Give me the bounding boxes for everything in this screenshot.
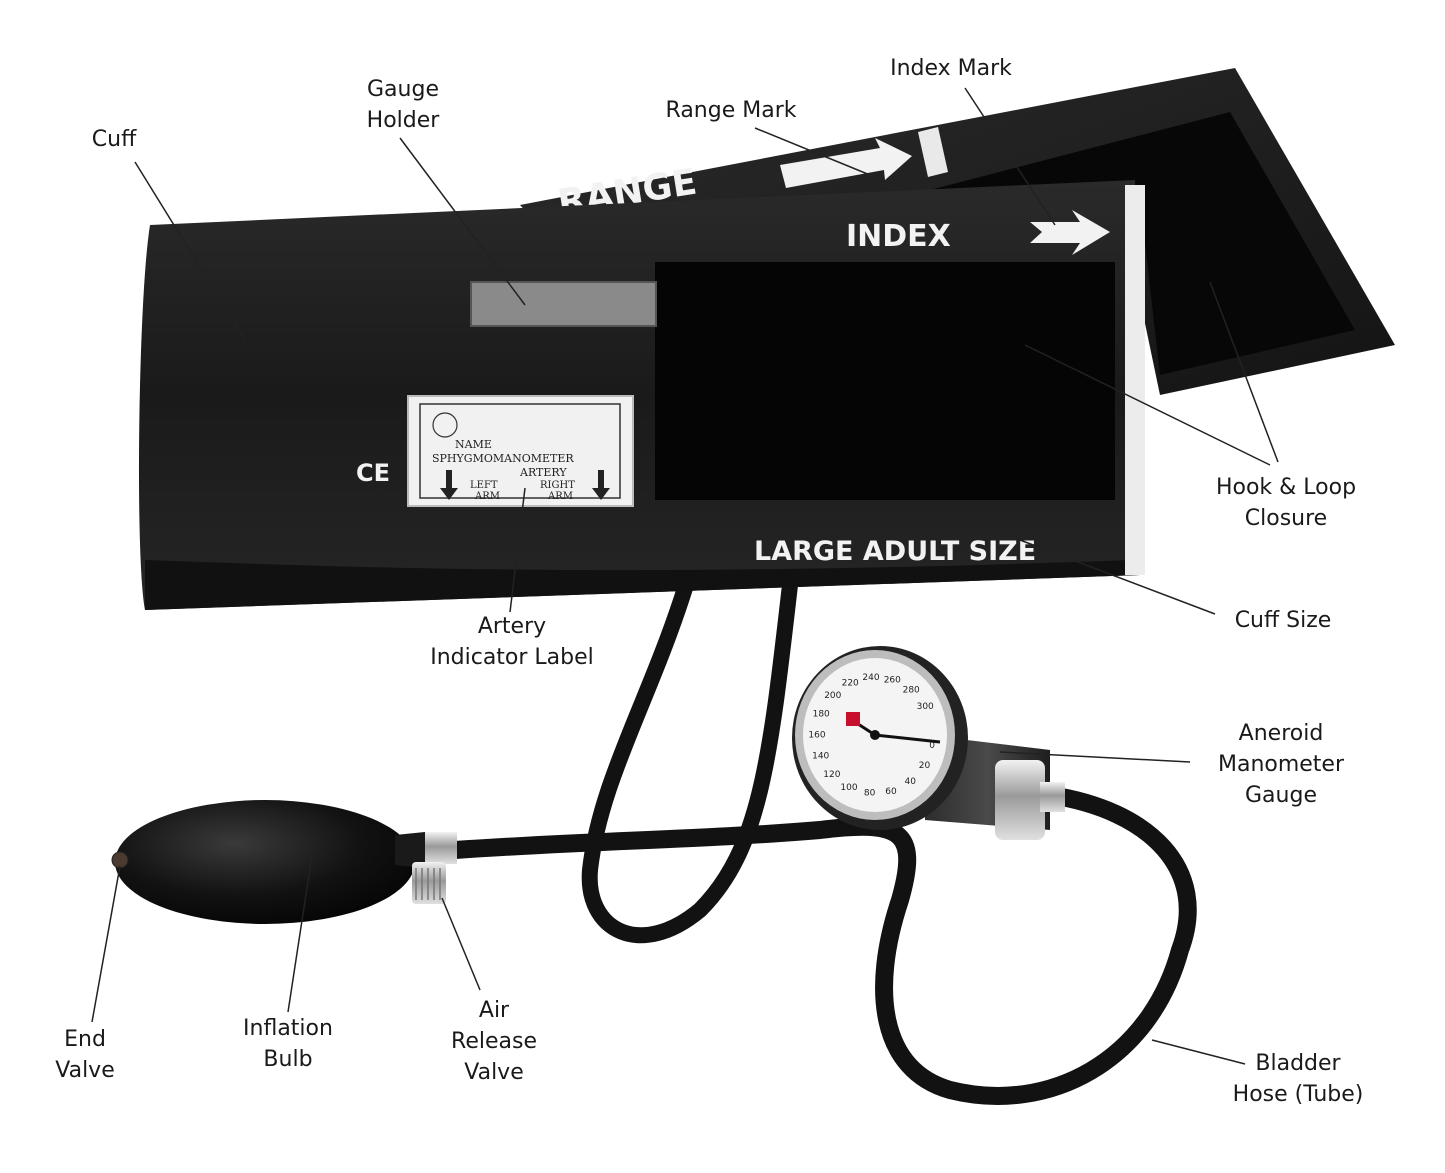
tag-left-arm-text: ARM [474, 491, 500, 502]
label-index-mark: Index Mark [890, 53, 1012, 84]
air-release-knob [412, 862, 446, 904]
label-gauge-holder-line2: Holder [366, 108, 440, 133]
gauge-scale-label: 240 [862, 673, 879, 683]
label-cuff-size: Cuff Size [1235, 605, 1332, 636]
end-valve [111, 851, 129, 869]
label-cuff-size-line: Cuff Size [1234, 608, 1332, 633]
label-end-valve-line2: Valve [55, 1058, 115, 1083]
tag-right-arm-text: ARM [547, 491, 573, 502]
tag-right-text: RIGHT [540, 480, 575, 491]
gauge-scale-label: 140 [812, 752, 829, 762]
label-gauge-holder: Gauge Holder [367, 74, 440, 136]
label-bladder-hose-line1: Bladder [1255, 1051, 1341, 1076]
cuff-body: INDEX LARGE ADULT SIZE CE [138, 180, 1145, 610]
label-artery-indicator: Artery Indicator Label [430, 611, 594, 673]
index-white-stripe [1125, 185, 1145, 575]
gauge-scale-label: 20 [919, 761, 931, 771]
label-end-valve-line1: End [64, 1027, 106, 1052]
label-range-mark: Range Mark [666, 95, 797, 126]
tag-artery-text: ARTERY [519, 466, 567, 479]
label-hook-loop: Hook & Loop Closure [1216, 472, 1356, 534]
label-air-release-line3: Valve [464, 1060, 524, 1085]
label-hook-loop-line2: Closure [1244, 506, 1328, 531]
label-aneroid: Aneroid Manometer Gauge [1218, 718, 1344, 811]
ce-mark: CE [356, 459, 390, 487]
tag-model-text: SPHYGMOMANOMETER [432, 452, 574, 465]
gauge-scale-label: 280 [903, 686, 920, 696]
gauge-scale-label: 60 [885, 787, 897, 797]
label-air-release-line2: Release [451, 1029, 537, 1054]
leader-lines [91, 87, 1279, 1065]
hoses [446, 577, 1197, 1105]
label-hook-loop-line1: Hook & Loop [1215, 475, 1357, 500]
gauge-holder-strap [470, 281, 657, 327]
index-text: INDEX [846, 219, 951, 254]
label-air-release-line1: Air [478, 998, 510, 1023]
gauge-scale-label: 0 [929, 741, 935, 751]
cuff-size-text: LARGE ADULT SIZE [754, 536, 1036, 567]
tag-name-text: NAME [455, 438, 492, 451]
label-gauge-holder-line1: Gauge [367, 77, 439, 102]
gauge-scale-label: 300 [917, 702, 934, 712]
label-aneroid-line3: Gauge [1245, 783, 1317, 808]
artery-tag: NAME SPHYGMOMANOMETER ARTERY LEFT ARM RI… [407, 395, 634, 507]
gauge-scale-label: 100 [840, 783, 857, 793]
label-inflation-bulb-line1: Inflation [243, 1016, 333, 1041]
hook-loop-patch [655, 262, 1115, 500]
valve-body [425, 832, 457, 864]
gauge-scale-label: 180 [813, 709, 830, 719]
label-inflation-bulb-line2: Bulb [263, 1047, 313, 1072]
gauge-scale-label: 260 [884, 676, 901, 686]
gauge-scale-label: 160 [808, 730, 825, 740]
label-end-valve: End Valve [55, 1024, 115, 1086]
tag-left-text: LEFT [470, 480, 498, 491]
label-air-release: Air Release Valve [451, 995, 537, 1088]
label-cuff: Cuff [92, 124, 136, 155]
label-bladder-hose: Bladder Hose (Tube) [1233, 1048, 1364, 1110]
label-artery-line2: Indicator Label [430, 645, 594, 670]
inflation-bulb [111, 800, 457, 924]
gauge-scale-label: 40 [904, 777, 916, 787]
label-aneroid-line2: Manometer [1217, 752, 1345, 777]
gauge-scale-label: 220 [842, 679, 859, 689]
label-inflation-bulb: Inflation Bulb [243, 1013, 333, 1075]
gauge-scale-label: 200 [824, 691, 841, 701]
label-bladder-hose-line2: Hose (Tube) [1232, 1082, 1364, 1107]
label-artery-line1: Artery [477, 614, 547, 639]
gauge-scale-label: 80 [864, 789, 876, 799]
gauge-scale-label: 120 [823, 770, 840, 780]
label-cuff-line: Cuff [91, 127, 137, 152]
label-range-mark-line: Range Mark [665, 98, 797, 123]
label-aneroid-line1: Aneroid [1238, 721, 1324, 746]
label-index-mark-line: Index Mark [890, 56, 1012, 81]
